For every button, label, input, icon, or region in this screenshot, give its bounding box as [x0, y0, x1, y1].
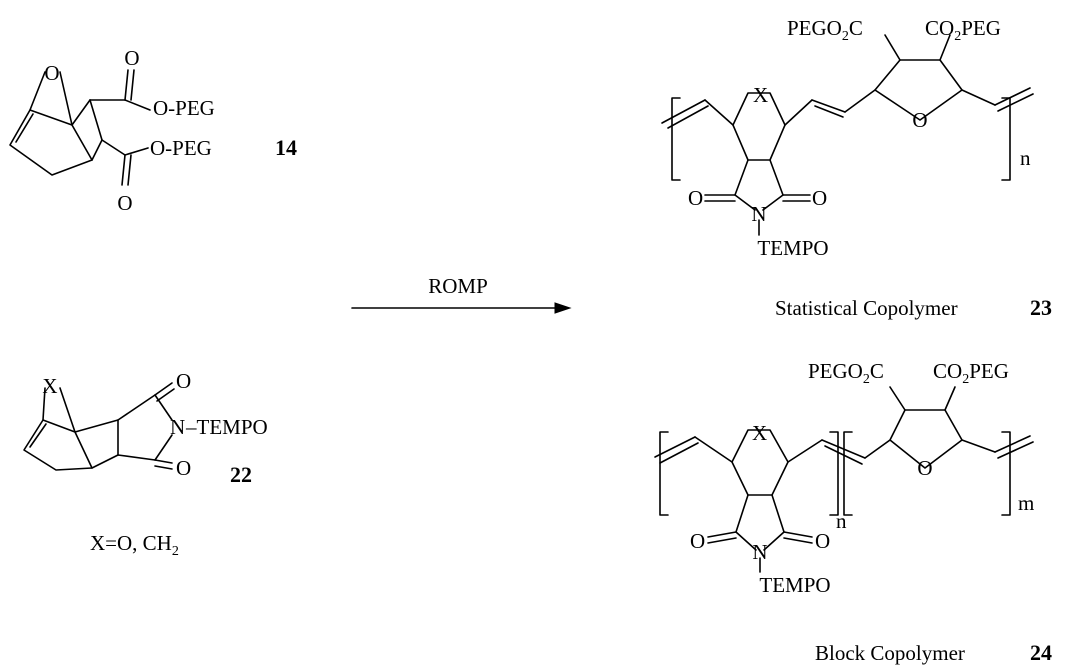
x-definition: X=O, CH2: [90, 531, 179, 559]
compound-number: 14: [275, 135, 297, 160]
x-label: X: [753, 83, 768, 107]
compound-number: 22: [230, 462, 252, 487]
peg-ester-label: CO2PEG: [925, 16, 1001, 44]
imide-n-label: N: [752, 540, 767, 564]
imide-n-label: N: [751, 202, 766, 226]
ring-o-label: O: [917, 456, 932, 480]
compound-number: 24: [1030, 640, 1052, 665]
compound-number: 23: [1030, 295, 1052, 320]
product-caption: Block Copolymer: [815, 641, 965, 665]
compound-22: X O N –TEMPO O 22 X=O, CH2: [23, 369, 268, 559]
reagent-label: ROMP: [428, 274, 488, 298]
bridge-o-label: O: [44, 61, 59, 85]
carbonyl-o-label: O: [176, 456, 191, 480]
imide-n-label: N: [170, 415, 185, 439]
product-24: X O PEGO2C CO2PEG O O N TEMPO n m Block …: [654, 359, 1052, 665]
tempo-label: –TEMPO: [185, 415, 268, 439]
product-caption: Statistical Copolymer: [775, 296, 958, 320]
carbonyl-o-label: O: [176, 369, 191, 393]
carbonyl-o-label: O: [815, 529, 830, 553]
carbonyl-o-label: O: [812, 186, 827, 210]
bridge-x-label: X: [42, 374, 57, 398]
repeat-n-label: n: [836, 509, 847, 533]
carbonyl-o-label: O: [124, 46, 139, 70]
tempo-label: TEMPO: [757, 236, 828, 260]
x-label: X: [752, 421, 767, 445]
compound-14: O O O-PEG O-PEG O 14: [9, 46, 297, 215]
ester-label: O-PEG: [153, 96, 215, 120]
product-23: X O PEGO2C CO2PEG O O N TEMPO n Statisti…: [661, 16, 1052, 320]
peg-ester-label: PEGO2C: [787, 16, 863, 44]
repeat-m-label: m: [1018, 491, 1034, 515]
peg-ester-label: PEGO2C: [808, 359, 884, 387]
tempo-label: TEMPO: [759, 573, 830, 597]
carbonyl-o-label: O: [690, 529, 705, 553]
carbonyl-o-label: O: [688, 186, 703, 210]
peg-ester-label: CO2PEG: [933, 359, 1009, 387]
ring-o-label: O: [912, 108, 927, 132]
repeat-n-label: n: [1020, 146, 1031, 170]
reaction-arrow: ROMP: [351, 274, 572, 314]
carbonyl-o-label: O: [117, 191, 132, 215]
ester-label: O-PEG: [150, 136, 212, 160]
